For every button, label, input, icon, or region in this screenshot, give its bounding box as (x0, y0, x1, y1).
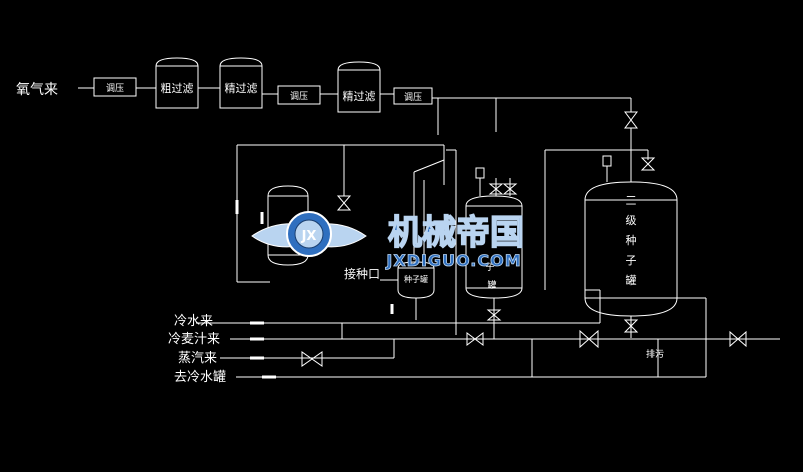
fine-filter-1: 精过滤 (219, 57, 263, 109)
valve-icon (301, 351, 323, 367)
drain-label: 排污 (646, 348, 664, 360)
stage3-tank-char: 级 (626, 214, 637, 227)
oxygen-line (78, 87, 632, 135)
valve-icon (486, 309, 502, 321)
fine-filter-1-label: 精过滤 (225, 82, 258, 95)
valve-icon (336, 195, 352, 211)
valve-icon (640, 157, 656, 171)
valve-icon (729, 330, 747, 348)
cold-wort-in-label: 冷麦汁来 (168, 332, 220, 347)
valve-icon (466, 332, 484, 346)
stage3-tank-char: 子 (626, 254, 637, 267)
winged-gear-logo: JX (251, 211, 367, 257)
watermark-title: 机械帝国 (388, 213, 524, 253)
regulator-2: 调压 (277, 85, 321, 105)
bottom-piping (196, 289, 780, 379)
watermark: JX 机械帝国 JXDIGUO.COM (251, 211, 525, 270)
fine-filter-2-label: 精过滤 (343, 90, 376, 103)
regulator-2-label: 调压 (290, 91, 308, 102)
stage3-seed-tank: 三 级 种 子 罐 (584, 166, 678, 338)
valve-icon (624, 111, 638, 129)
regulator-3-label: 调压 (404, 92, 422, 103)
oxygen-inlet-label: 氧气来 (16, 82, 58, 98)
gauge-icon (602, 155, 612, 167)
small-seed-tank: 种子罐 (390, 261, 435, 320)
regulator-1-label: 调压 (106, 83, 124, 94)
valve-icon (488, 183, 504, 195)
valve-icon (579, 329, 599, 349)
cold-water-in-label: 冷水来 (174, 314, 213, 329)
stage2-tank-label-bottom: 罐 (487, 279, 496, 291)
valve-icon (623, 319, 639, 333)
stage2-tank-label-top: 子 (485, 262, 494, 273)
steam-in-label: 蒸汽来 (178, 351, 217, 366)
stage3-tank-char: 三 (626, 194, 637, 207)
regulator-1: 调压 (93, 77, 137, 97)
small-seed-tank-label: 种子罐 (404, 274, 428, 284)
inoculation-port-label: 接种口 (344, 266, 380, 281)
coarse-filter-label: 粗过滤 (161, 82, 194, 95)
gauge-icon (475, 167, 485, 179)
to-cold-water-tank-label: 去冷水罐 (174, 370, 226, 385)
regulator-3: 调压 (393, 87, 433, 105)
fine-filter-2: 精过滤 (337, 61, 381, 113)
logo-letters: JX (301, 229, 317, 244)
watermark-subtitle: JXDIGUO.COM (385, 251, 521, 270)
coarse-filter: 粗过滤 (155, 57, 199, 109)
stage3-tank-char: 罐 (626, 274, 637, 287)
valve-icon (502, 183, 518, 195)
upper-piping (235, 128, 649, 335)
stage2-tank: 子 罐 (465, 178, 523, 322)
stage3-tank-char: 种 (626, 233, 637, 247)
